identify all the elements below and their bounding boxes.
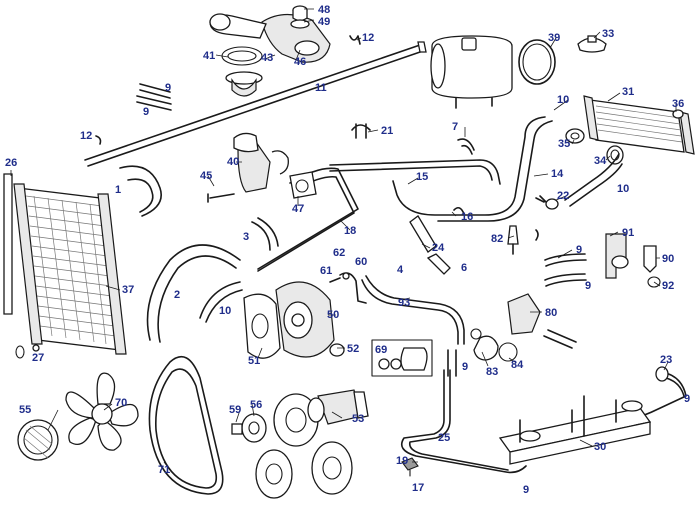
part-label-50: 50 [327, 309, 340, 321]
expansion-tank [430, 35, 513, 109]
part-label-11: 11 [315, 82, 327, 94]
part-label-19: 19 [396, 455, 409, 467]
part-label-30: 30 [594, 441, 607, 453]
part-label-92: 92 [662, 280, 675, 292]
part-label-1: 1 [115, 184, 122, 196]
radiator [13, 183, 127, 355]
part-label-60: 60 [355, 256, 368, 268]
part-label-10: 10 [617, 183, 630, 195]
water-outlet-housing [233, 132, 289, 193]
part-label-80: 80 [545, 307, 558, 319]
part-label-62: 62 [333, 247, 346, 259]
part-label-82: 82 [491, 233, 504, 245]
part-label-12: 12 [362, 32, 375, 44]
part-label-27: 27 [32, 352, 45, 364]
part-label-37: 37 [122, 284, 135, 296]
thermostat-housing [209, 13, 331, 63]
part-label-12: 12 [80, 130, 93, 142]
part-label-47: 47 [292, 203, 305, 215]
part-label-83: 83 [486, 366, 499, 378]
part-label-90: 90 [662, 253, 675, 265]
part-label-34: 34 [594, 155, 607, 167]
part-label-71: 71 [158, 464, 171, 476]
part-label-9: 9 [576, 244, 583, 256]
part-label-3: 3 [243, 231, 250, 243]
part-label-48: 48 [318, 4, 331, 16]
part-label-41: 41 [203, 50, 216, 62]
part-label-15: 15 [416, 171, 429, 183]
part-label-45: 45 [200, 170, 213, 182]
part-label-69: 69 [375, 344, 388, 356]
part-label-31: 31 [622, 86, 635, 98]
part-label-18: 18 [344, 225, 357, 237]
part-label-46: 46 [294, 56, 307, 68]
part-label-14: 14 [551, 168, 564, 180]
part-label-56: 56 [250, 399, 263, 411]
part-label-91: 91 [622, 227, 635, 239]
part-label-43: 43 [261, 52, 274, 64]
water-pump-assembly [307, 389, 369, 425]
part-label-70: 70 [115, 397, 128, 409]
water-pump [275, 281, 335, 358]
part-label-40: 40 [227, 156, 240, 168]
part-label-10: 10 [557, 94, 570, 106]
part-label-33: 33 [602, 28, 615, 40]
part-label-39: 39 [548, 32, 561, 44]
part-label-25: 25 [438, 432, 451, 444]
part-label-6: 6 [461, 262, 468, 274]
part-label-23: 23 [660, 354, 673, 366]
part-label-17: 17 [412, 482, 425, 494]
part-label-52: 52 [347, 343, 360, 355]
part-label-49: 49 [318, 16, 331, 28]
part-label-35: 35 [558, 138, 571, 150]
part-label-9: 9 [462, 361, 469, 373]
part-label-22: 22 [557, 190, 570, 202]
part-label-16: 16 [461, 211, 474, 223]
part-label-9: 9 [523, 484, 530, 496]
part-label-26: 26 [5, 157, 18, 169]
part-label-9: 9 [165, 82, 172, 94]
part-label-59: 59 [229, 404, 242, 416]
part-label-9: 9 [684, 393, 691, 405]
part-label-93: 93 [398, 297, 411, 309]
part-label-24: 24 [432, 242, 445, 254]
part-label-10: 10 [219, 305, 232, 317]
fan-clutch [17, 419, 59, 461]
cooling-fan [65, 372, 139, 451]
part-label-36: 36 [672, 98, 685, 110]
part-label-21: 21 [381, 125, 394, 137]
part-label-53: 53 [352, 413, 365, 425]
part-label-84: 84 [511, 359, 524, 371]
mounting-bracket [498, 395, 652, 465]
part-label-55: 55 [19, 404, 32, 416]
part-label-51: 51 [248, 355, 261, 367]
part-label-61: 61 [320, 265, 333, 277]
part-label-9: 9 [143, 106, 150, 118]
part-label-7: 7 [452, 121, 459, 133]
oil-cooler [583, 95, 695, 155]
part-label-9: 9 [585, 280, 592, 292]
part-label-2: 2 [174, 289, 181, 301]
part-label-4: 4 [397, 264, 404, 276]
